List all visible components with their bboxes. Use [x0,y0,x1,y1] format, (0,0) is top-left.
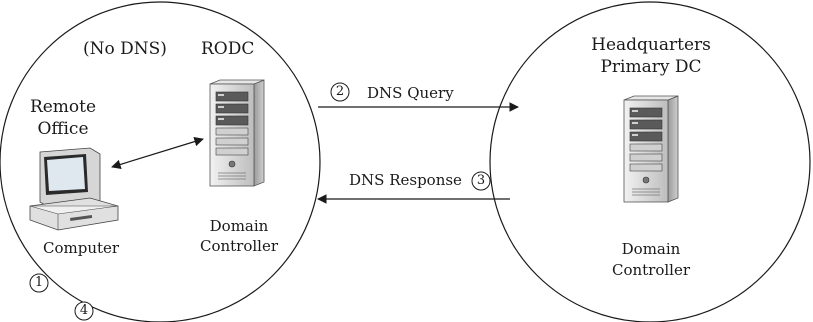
hq-title-line1: Headquarters [591,35,711,55]
hq-title-line2: Primary DC [600,57,702,77]
hq-dc-label-line2: Controller [611,261,691,279]
rodc-dc-label-line1: Domain [209,217,269,235]
dns-response-label: DNS Response [349,171,462,189]
dns-query-label: DNS Query [367,84,454,102]
computer-icon [29,147,119,231]
rodc-dc-label-line2: Controller [199,237,279,255]
step-1-circle [29,273,49,293]
step-2-number: 2 [335,84,345,99]
rodc-server-icon [209,79,265,187]
headquarters-boundary [489,1,811,322]
remote-office-label-line2: Office [37,119,89,139]
remote-office-boundary [0,1,321,322]
step-4-number: 4 [79,303,89,318]
step-4-circle [74,301,94,321]
rodc-label: RODC [201,39,255,59]
step-3-number: 3 [476,173,486,188]
computer-rodc-link [111,136,204,170]
hq-dc-label-line1: Domain [621,240,681,258]
no-dns-label: (No DNS) [83,39,167,59]
step-1-number: 1 [34,275,44,290]
step-3-circle [471,171,491,191]
remote-office-label-line1: Remote [29,97,97,117]
hq-server-icon [623,95,679,203]
step-2-circle [330,82,350,102]
computer-label: Computer [43,239,120,257]
